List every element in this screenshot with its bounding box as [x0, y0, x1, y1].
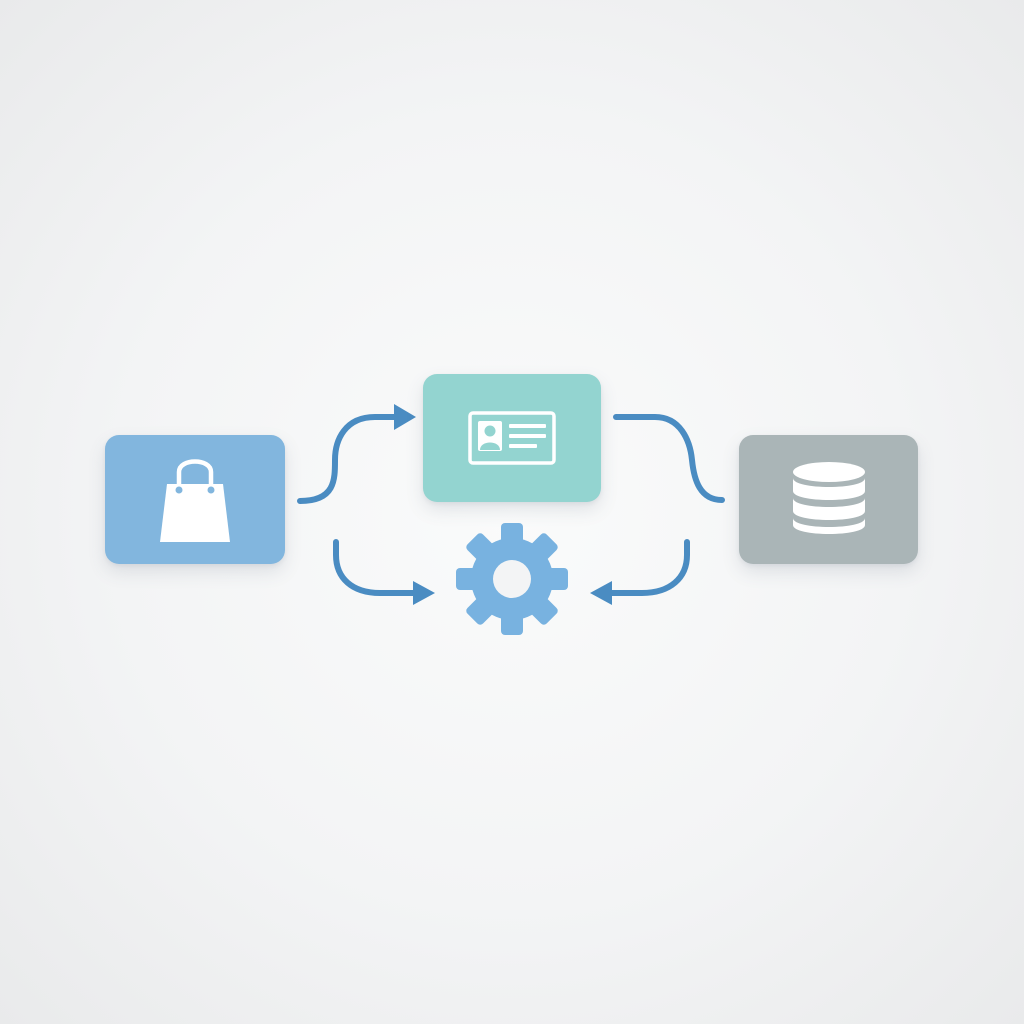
- database-node: [739, 435, 918, 564]
- arrow-shop-to-gear: [333, 539, 418, 596]
- arrow-shop-to-card: [297, 414, 401, 504]
- arrowhead-card: [394, 404, 416, 430]
- arrow-database-to-gear: [607, 539, 690, 596]
- arrowhead-gear-right: [590, 581, 612, 605]
- profile-card-node: [423, 374, 601, 502]
- arrowhead-gear-left: [413, 581, 435, 605]
- database-icon: [792, 461, 865, 534]
- gear-icon: [456, 523, 568, 635]
- line-card-to-database: [613, 414, 725, 503]
- shop-node: [105, 435, 285, 564]
- shopping-bag-icon: [160, 458, 230, 542]
- id-card-icon: [468, 411, 556, 465]
